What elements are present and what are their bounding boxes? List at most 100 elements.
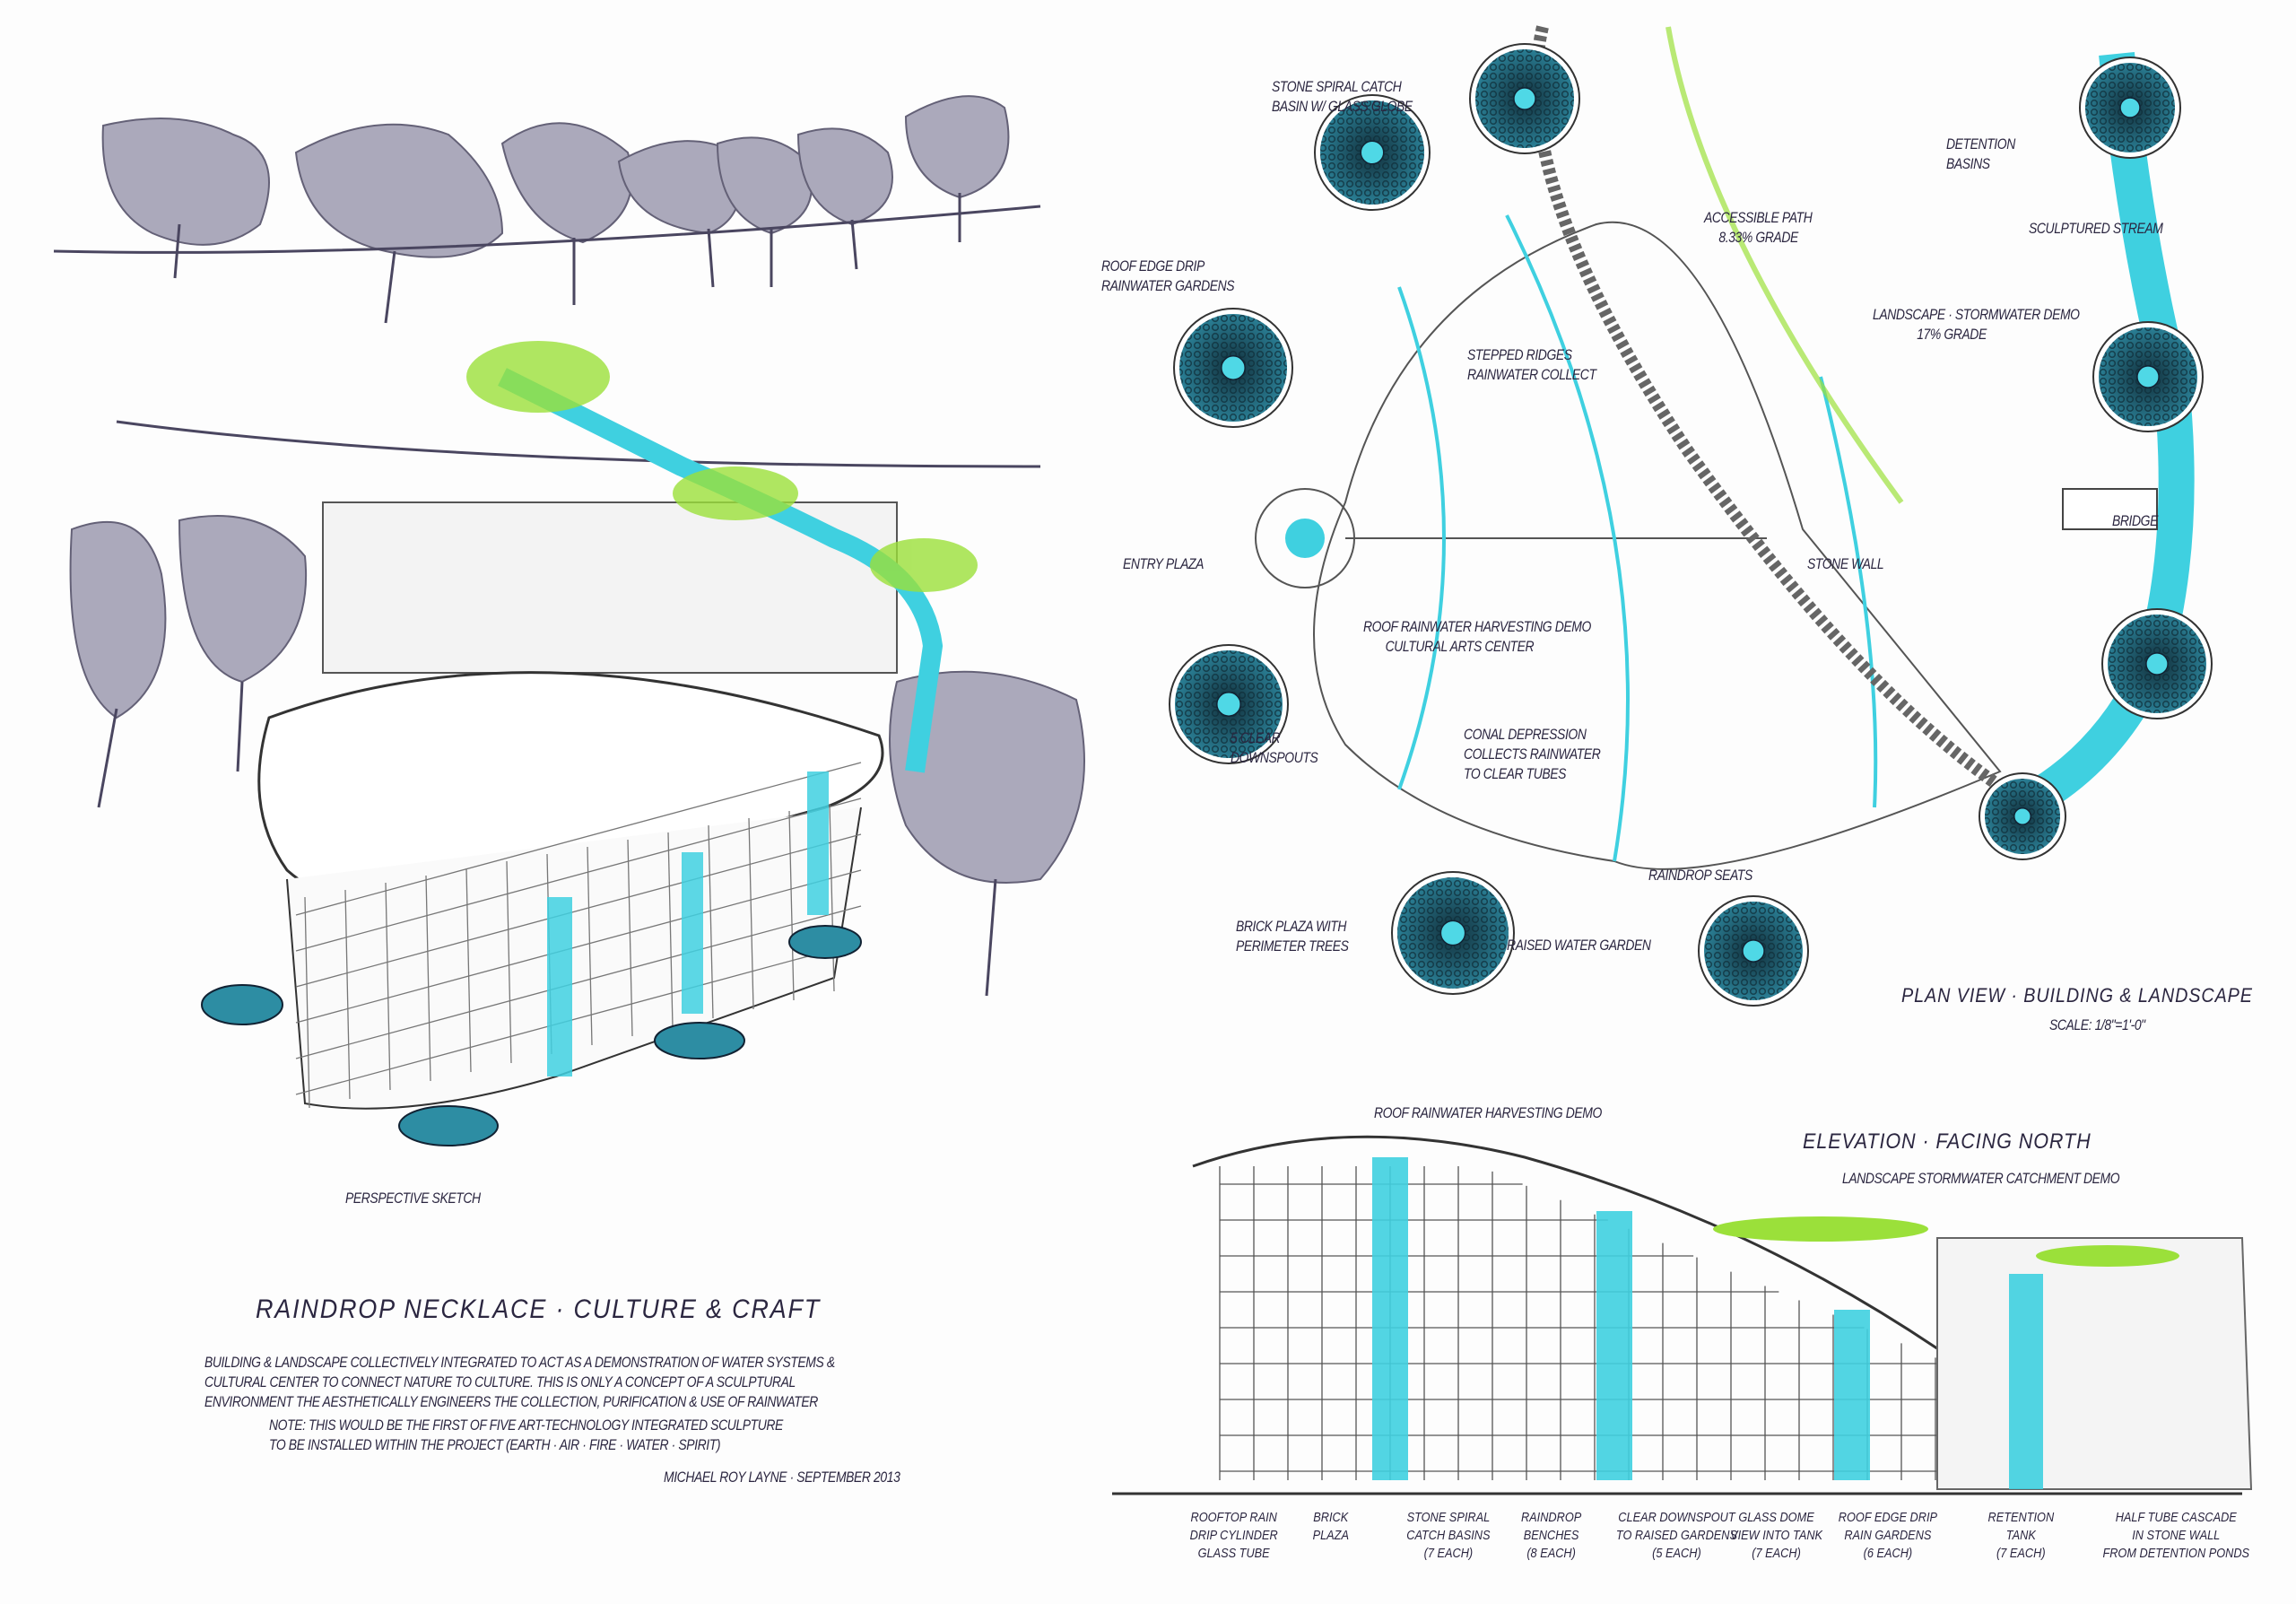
facade-mullion xyxy=(425,875,431,1082)
label-line: collects rainwater xyxy=(1464,745,1601,763)
label-line: basins xyxy=(1946,155,1990,172)
facade-mullion xyxy=(667,832,674,1028)
note-text: Note: This would be the first of five ar… xyxy=(269,1416,783,1455)
facade-mullion xyxy=(506,860,512,1064)
facade-mullion xyxy=(788,810,795,1001)
label-landscape-demo: Landscape · Stormwater demo 17% grade xyxy=(1873,305,2080,344)
legend-line: rain gardens xyxy=(1844,1528,1932,1543)
label-stepped-ridges: Stepped ridges rainwater collect xyxy=(1467,345,1596,385)
caption-text: Perspective Sketch xyxy=(345,1190,481,1207)
label-line: Stepped ridges xyxy=(1467,346,1572,363)
legend-line: Stone spiral xyxy=(1406,1510,1491,1525)
elevation-legend-item: Raindropbenches(8 each) xyxy=(1521,1509,1581,1563)
legend-line: Retention xyxy=(1987,1510,2055,1525)
facade-transom xyxy=(295,941,862,1095)
label-brick-plaza: Brick plaza withperimeter trees xyxy=(1236,917,1349,956)
label-line: Detention xyxy=(1946,135,2015,153)
elevation-stone-wall xyxy=(1936,1237,2253,1490)
description-line: environment the aesthetically engineers … xyxy=(204,1393,818,1410)
label-line: downspouts xyxy=(1231,749,1318,766)
label-entry-plaza: Entry plaza xyxy=(1123,554,1204,574)
elevation-legend-item: Retention tank (7 each) xyxy=(1988,1509,2055,1563)
elevation-landscape-label: Landscape stormwater catchment demo xyxy=(1842,1170,2120,1187)
label-line: to clear tubes xyxy=(1464,765,1567,782)
legend-line: Roof edge drip xyxy=(1838,1510,1938,1525)
label-stone-wall: Stone wall xyxy=(1807,554,1884,574)
label-line: 17% grade xyxy=(1917,326,1987,343)
label-line: 8.33% grade xyxy=(1718,229,1798,246)
sheet-title: Raindrop Necklace · Culture & Craft xyxy=(256,1295,822,1324)
catch-basin xyxy=(1391,871,1515,995)
description-text: Building & landscape collectively integr… xyxy=(204,1353,835,1412)
facade-transom xyxy=(295,798,862,952)
label-line: Entry plaza xyxy=(1123,555,1205,572)
label-stream: Sculptured stream xyxy=(2029,219,2163,239)
facade-mullion xyxy=(344,889,351,1100)
legend-line: (8 each) xyxy=(1526,1546,1576,1561)
label-line: Conal depression xyxy=(1464,726,1587,743)
label-line: Bridge xyxy=(2112,512,2158,529)
label-raised-garden: Raised water garden xyxy=(1507,936,1651,955)
legend-line: plaza xyxy=(1312,1528,1349,1543)
catch-basin xyxy=(1173,308,1293,428)
plan-title: Plan View · Building & Landscape xyxy=(1901,984,2253,1007)
label-center: Roof rainwater harvesting demoCultural a… xyxy=(1363,617,1591,657)
facade-mullion xyxy=(385,882,391,1091)
label-line: Roof rainwater harvesting demo xyxy=(1363,618,1591,635)
label-line: Landscape · Stormwater demo xyxy=(1873,306,2080,323)
label-line: Sculptured stream xyxy=(2029,220,2163,237)
label-accessible-path: Accessible path8.33% grade xyxy=(1704,208,1813,248)
catch-basin xyxy=(1469,43,1580,154)
label-line: perimeter trees xyxy=(1236,937,1349,955)
legend-line: in stone wall xyxy=(2132,1528,2221,1543)
label-line: Raised water garden xyxy=(1507,937,1651,954)
legend-line: (7 each) xyxy=(1996,1546,2046,1561)
label-line: rainwater collect xyxy=(1467,366,1596,383)
label-line: rainwater gardens xyxy=(1101,277,1235,294)
description-line: Building & landscape collectively integr… xyxy=(204,1354,835,1371)
elevation-legend-item: Half tube cascadein stone wallfrom deten… xyxy=(2102,1509,2249,1563)
facade-mullion xyxy=(748,817,754,1010)
catch-basin xyxy=(1169,644,1289,764)
legend-line: Brick xyxy=(1313,1510,1349,1525)
label-line: Roof edge drip xyxy=(1101,257,1205,275)
catch-basin xyxy=(2101,608,2213,719)
elevation-legend-item: Roof edge drip rain gardens (6 each) xyxy=(1839,1509,1937,1563)
plan-building xyxy=(1255,221,2002,870)
elevation-roof-label: Roof rainwater harvesting demo xyxy=(1374,1104,1602,1121)
note-line: to be installed within the project (Eart… xyxy=(269,1436,721,1453)
label-detention: Detention basins xyxy=(1946,135,2015,174)
elevation-legend-item: Rooftop rain drip cylinder glass tube xyxy=(1190,1509,1278,1563)
facade-mullion xyxy=(465,867,472,1073)
label-raindrop-seats: Raindrop seats xyxy=(1648,866,1752,885)
label-line: Stone spiral catch xyxy=(1272,78,1402,95)
legend-line: tank xyxy=(2005,1528,2036,1543)
legend-line: (6 each) xyxy=(1863,1546,1913,1561)
facade-mullion xyxy=(587,846,593,1046)
catch-basin xyxy=(1698,895,1809,1007)
catch-basin xyxy=(2092,321,2204,432)
label-downspouts: 5 cleardownspouts xyxy=(1231,728,1318,768)
sculptured-stream xyxy=(2009,52,2195,824)
facade-transom xyxy=(295,869,862,1024)
catch-basin xyxy=(2079,57,2181,159)
legend-line: glass tube xyxy=(1197,1546,1270,1561)
legend-line: Raindrop xyxy=(1520,1510,1582,1525)
legend-line: (7 each) xyxy=(1423,1546,1474,1561)
building-facade xyxy=(286,806,862,1110)
tree-row xyxy=(69,95,1085,884)
catch-basin xyxy=(1314,94,1431,211)
legend-line: Half tube cascade xyxy=(2115,1510,2237,1525)
plan-scale: Scale: 1/8"=1'-0" xyxy=(2049,1016,2145,1033)
label-catch-basin: Stone spiral catchbasin w/ glass globe xyxy=(1272,77,1413,117)
elevation-legend-item: Glass domeview into tank(7 each) xyxy=(1730,1509,1822,1563)
legend-line: Rooftop rain xyxy=(1190,1510,1277,1525)
bridge xyxy=(2062,488,2158,530)
facade-mullion xyxy=(708,824,714,1019)
label-bridge: Bridge xyxy=(2112,511,2158,531)
legend-line: drip cylinder xyxy=(1189,1528,1278,1543)
legend-line: catch basins xyxy=(1406,1528,1491,1543)
elevation-legend-item: Clear downspoutto raised gardens(5 each) xyxy=(1616,1509,1737,1563)
